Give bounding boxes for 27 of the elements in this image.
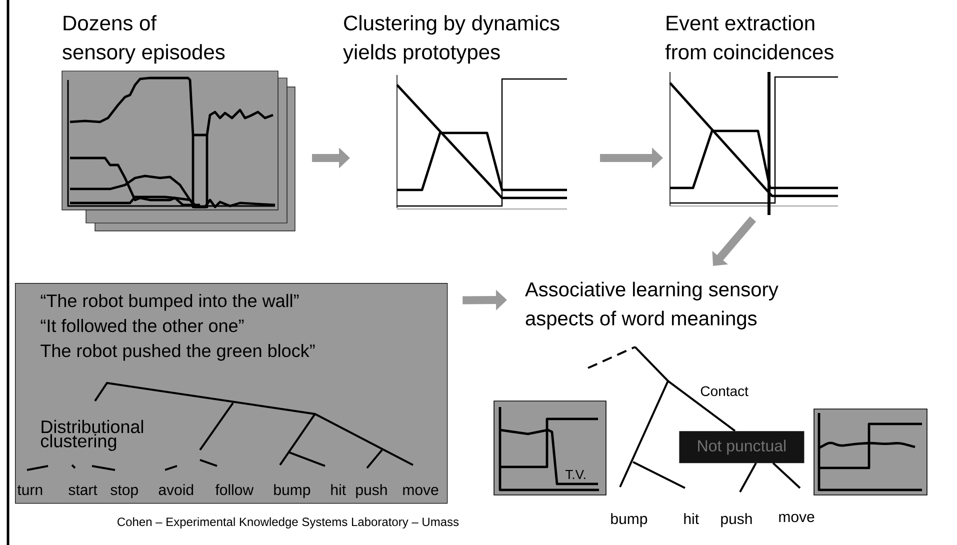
word-label: push <box>356 484 387 498</box>
block-arrow <box>712 216 756 266</box>
panel-heading: Clustering by dynamics yields prototypes <box>343 15 560 64</box>
word-label: push <box>721 513 752 528</box>
word-label: bump <box>611 513 648 528</box>
sentence-text: The robot pushed the green block” <box>40 344 315 361</box>
word-label: move <box>779 514 814 522</box>
sentence-text: “It followed the other one” <box>40 318 244 332</box>
panel-heading: Dozens of sensory episodes <box>62 15 225 64</box>
word-label: bump <box>274 484 310 498</box>
panel-heading: Event extraction from coincidences <box>665 15 834 60</box>
word-label: hit <box>684 513 699 524</box>
category-box: Not punctual <box>679 431 804 464</box>
word-label: stop <box>110 485 138 498</box>
word-label: move <box>403 486 438 496</box>
sentence-text: “The robot bumped into the wall” <box>40 294 299 311</box>
word-label: turn <box>17 485 42 496</box>
sentence-panel <box>15 282 448 504</box>
chart-label: T.V. <box>566 470 586 479</box>
word-label: hit <box>331 484 346 496</box>
word-label: start <box>68 485 98 496</box>
word-label: follow <box>215 484 254 496</box>
cluster-label: Distributional clustering <box>40 420 144 451</box>
word-label: avoid <box>158 484 194 496</box>
footer-text: Cohen – Experimental Knowledge Systems Laboratory – Umass <box>118 517 459 528</box>
tree-label: Contact <box>700 386 748 396</box>
result-heading: Associative learning sensory aspects of word meanings <box>525 282 778 330</box>
